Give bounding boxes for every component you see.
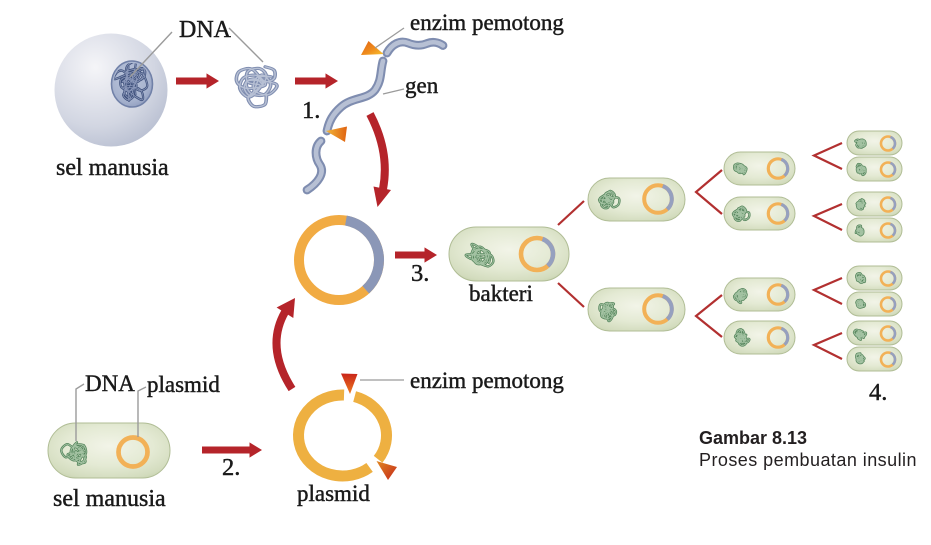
svg-text:enzim pemotong: enzim pemotong [410, 10, 564, 35]
svg-text:bakteri: bakteri [469, 281, 533, 306]
svg-text:plasmid: plasmid [297, 481, 370, 506]
svg-text:sel manusia: sel manusia [53, 486, 166, 512]
svg-text:Proses pembuatan insulin: Proses pembuatan insulin [699, 450, 917, 470]
svg-text:plasmid: plasmid [147, 372, 220, 397]
svg-text:DNA: DNA [179, 17, 232, 43]
svg-text:enzim pemotong: enzim pemotong [410, 368, 564, 393]
svg-text:Gambar 8.13: Gambar 8.13 [699, 428, 807, 448]
svg-text:1.: 1. [302, 97, 320, 124]
svg-text:DNA: DNA [85, 371, 135, 396]
svg-text:sel manusia: sel manusia [56, 155, 169, 181]
svg-text:4.: 4. [869, 379, 887, 406]
svg-text:2.: 2. [222, 454, 240, 481]
svg-text:3.: 3. [411, 260, 429, 287]
svg-text:gen: gen [405, 73, 439, 98]
